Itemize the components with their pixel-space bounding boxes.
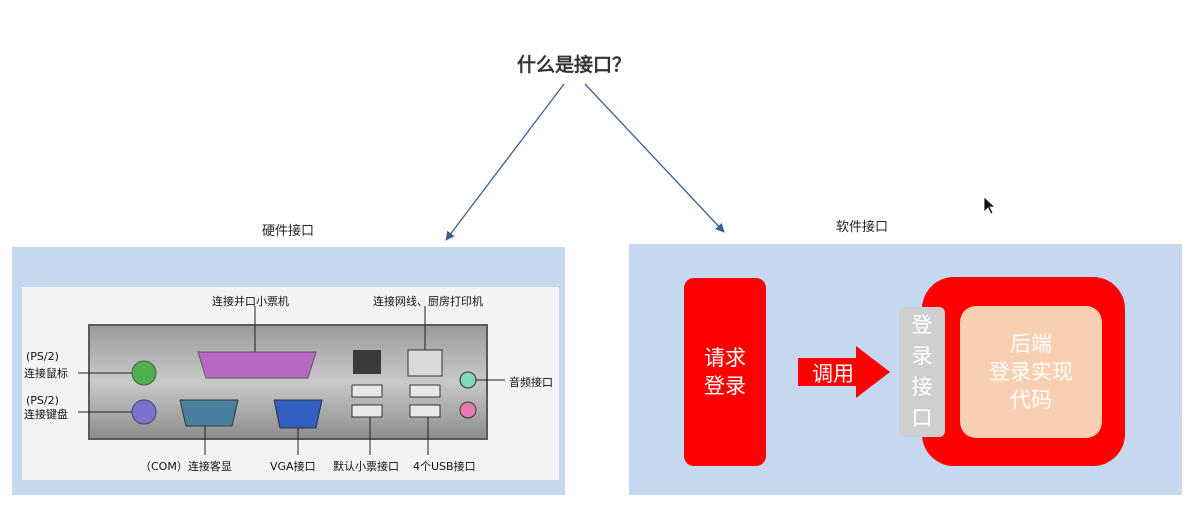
com-port-icon xyxy=(179,399,239,427)
call-label: 调用 xyxy=(812,362,854,386)
page-title: 什么是接口？ xyxy=(516,54,631,76)
call-arrow-icon xyxy=(798,346,890,398)
software-interface-label: 软件接口 xyxy=(836,220,889,235)
ps2-keyboard-type-label: (PS/2) xyxy=(26,394,59,407)
usb-port-icon xyxy=(351,404,383,418)
mouse-port-label: 连接鼠标 xyxy=(24,367,68,380)
usb-port-icon xyxy=(409,404,441,418)
vga-port-icon xyxy=(273,399,323,429)
arrow-to-hardware xyxy=(445,83,565,241)
ps2-mouse-type-label: (PS/2) xyxy=(26,350,59,363)
receipt-port-label: 默认小票接口 xyxy=(333,460,399,473)
ps2-mouse-port-icon xyxy=(131,360,157,386)
com-port-label: （COM）连接客显 xyxy=(140,460,232,473)
keyboard-port-label: 连接键盘 xyxy=(24,408,68,421)
usb-port-icon xyxy=(409,384,441,398)
lan-port-icon xyxy=(407,349,443,377)
login-interface-bar: 登录接口 xyxy=(899,307,945,437)
network-port-label: 连接网线、厨房打印机 xyxy=(373,295,483,308)
backend-impl-box: 后端 登录实现 代码 xyxy=(960,306,1102,438)
arrow-to-software xyxy=(584,83,725,233)
login-interface-text: 登录接口 xyxy=(911,313,933,430)
backend-impl-text: 后端 登录实现 代码 xyxy=(989,332,1073,412)
hardware-interface-label: 硬件接口 xyxy=(262,224,315,239)
edge-artifact xyxy=(1179,416,1188,491)
audio-jack-icon xyxy=(459,401,477,419)
usb-port-icon xyxy=(351,384,383,398)
request-login-box: 请求登录 xyxy=(684,278,766,466)
vga-port-label: VGA接口 xyxy=(270,460,316,473)
din-port-icon xyxy=(353,350,381,374)
audio-port-label: 音频接口 xyxy=(509,376,553,389)
mouse-cursor-icon xyxy=(983,196,997,215)
parallel-port-label: 连接并口小票机 xyxy=(212,295,289,308)
usb-port-label: 4个USB接口 xyxy=(413,460,476,473)
ps2-keyboard-port-icon xyxy=(131,399,157,425)
audio-jack-icon xyxy=(459,371,477,389)
request-login-text: 请求登录 xyxy=(704,346,746,398)
parallel-port-icon xyxy=(197,351,317,379)
